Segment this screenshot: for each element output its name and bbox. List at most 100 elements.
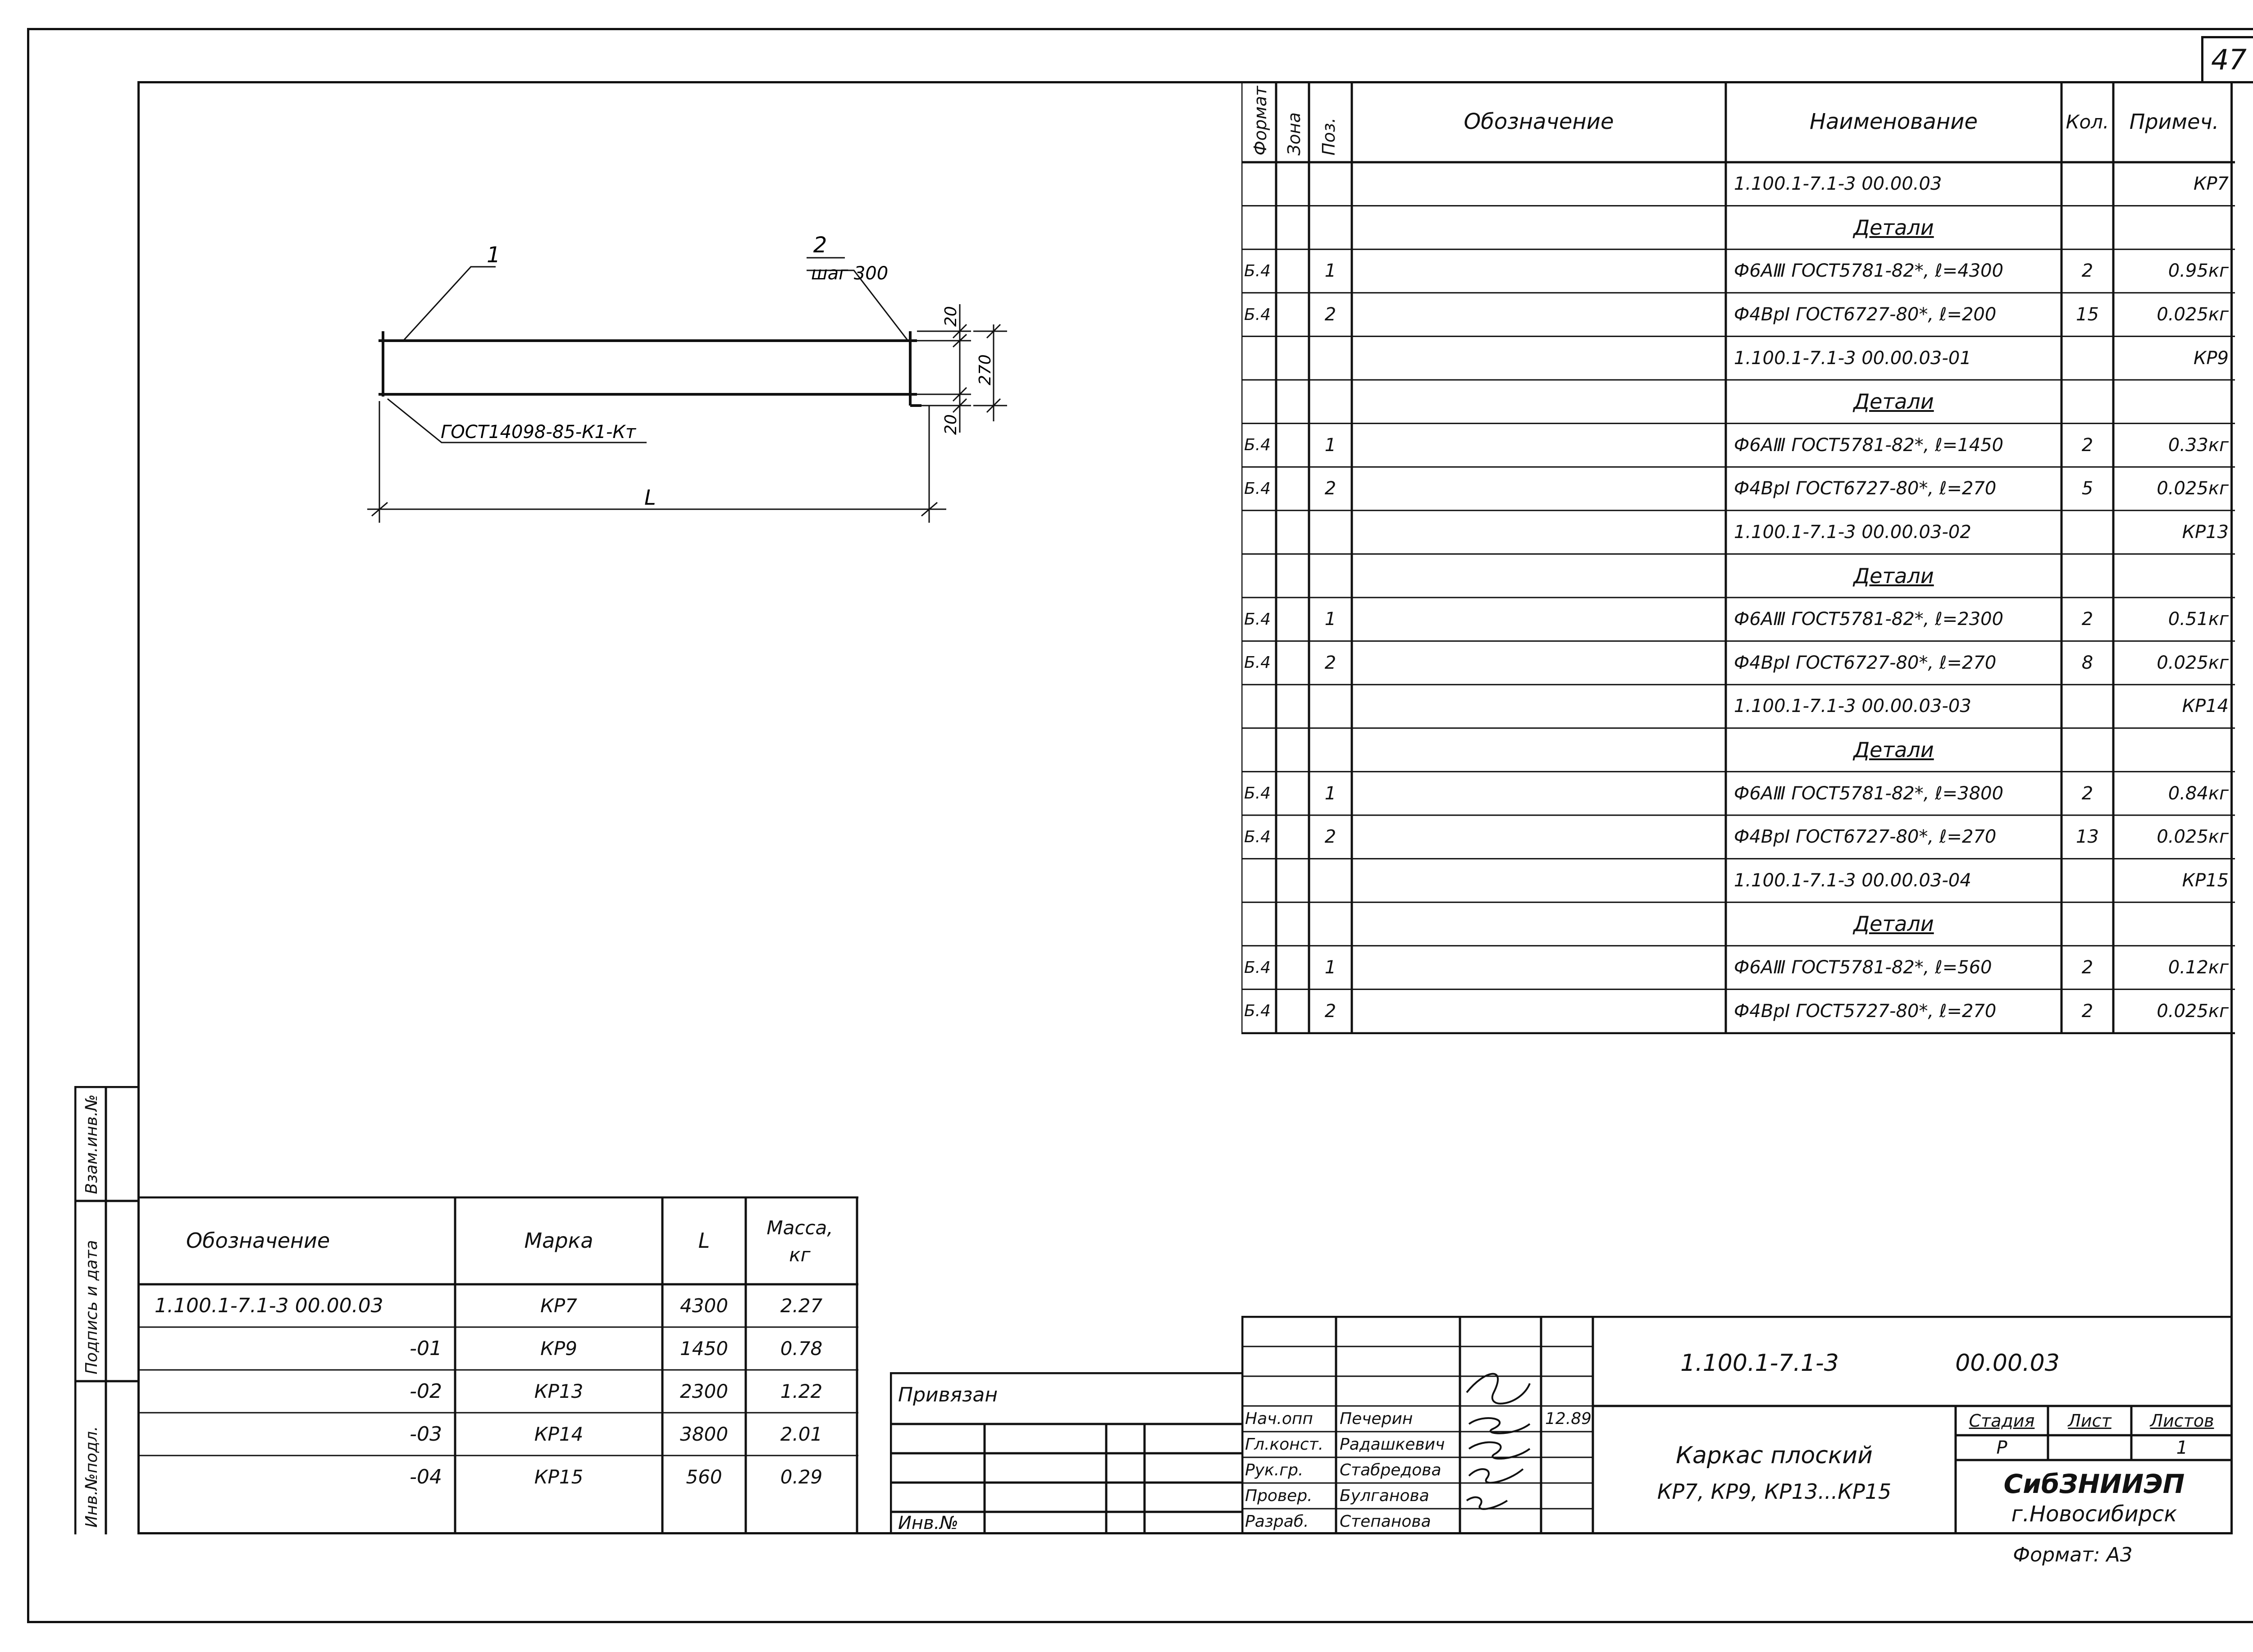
dim-270: 270: [976, 354, 994, 385]
spec-name-cell: 1.100.1-7.1-3 00.00.03-03: [1734, 696, 1971, 717]
spec-pos-cell: 2: [1324, 304, 1336, 325]
spec-grid: [1241, 81, 2235, 1034]
binding-block: Привязан Инв.№: [890, 1372, 1241, 1534]
role-name: Радашкевич: [1340, 1435, 1445, 1454]
spec-format-cell: [1241, 336, 1276, 380]
spec-note-cell: [2113, 902, 2235, 946]
spec-format-cell: [1241, 902, 1276, 946]
marks-mark-cell: КР13: [534, 1380, 584, 1402]
spec-pos-cell: [1309, 902, 1352, 946]
marks-mark-cell: КР9: [540, 1337, 577, 1360]
drawing-label-step: шаг 300: [811, 263, 888, 284]
spec-format-cell: [1241, 162, 1276, 206]
doc-code: 1.100.1-7.1-3: [1680, 1350, 1839, 1377]
org-name: СибЗНИИЭП: [2003, 1468, 2185, 1499]
spec-note-cell: 0.025кг: [2157, 478, 2229, 499]
spec-format-cell: [1241, 728, 1276, 772]
header-designation: Обозначение: [1464, 109, 1614, 134]
marks-mark-cell: КР7: [540, 1295, 577, 1317]
marks-mass-cell: 2.27: [780, 1295, 823, 1317]
marks-mass-cell: 1.22: [780, 1380, 823, 1402]
spec-qty-cell: [2061, 206, 2113, 250]
spec-qty-cell: [2061, 685, 2113, 728]
role-label: Нач.опп: [1245, 1410, 1313, 1428]
marks-mark-cell: КР14: [534, 1423, 584, 1445]
spec-pos-cell: 1: [1324, 957, 1336, 978]
specification-table: Формат Зона Поз. Обозначение Наименовани…: [1241, 81, 2235, 1034]
spec-name-cell: 1.100.1-7.1-3 00.00.03-04: [1734, 870, 1971, 891]
side-replaces-inv: Взам.инв.№: [82, 1094, 101, 1194]
spec-qty-cell: [2061, 728, 2113, 772]
stage-value: Р: [1996, 1437, 2007, 1458]
binding-title: Привязан: [898, 1383, 998, 1406]
role-label: Рук.гр.: [1245, 1461, 1304, 1479]
spec-pos-cell: [1309, 554, 1352, 598]
marks-header-mass: Масса, кг: [766, 1217, 833, 1266]
spec-pos-cell: [1309, 859, 1352, 903]
spec-format-cell: Б.4: [1244, 305, 1271, 324]
spec-note-cell: 0.025кг: [2157, 1000, 2229, 1022]
spec-format-cell: [1241, 685, 1276, 728]
spec-format-cell: Б.4: [1244, 653, 1271, 672]
spec-qty-cell: 13: [2076, 826, 2099, 848]
spec-note-cell: [2113, 728, 2235, 772]
spec-note-cell: 0.025кг: [2157, 652, 2229, 673]
spec-pos-cell: 1: [1324, 609, 1336, 630]
spec-note-cell: 0.025кг: [2157, 826, 2229, 848]
side-stamp: Взам.инв.№ Подпись и дата Инв.№подл.: [74, 1086, 140, 1534]
marks-header-l: L: [698, 1228, 710, 1253]
spec-note-cell: [2113, 554, 2235, 598]
title-line1: Каркас плоский: [1676, 1442, 1873, 1469]
spec-format-cell: [1241, 554, 1276, 598]
spec-qty-cell: 2: [2081, 609, 2093, 630]
spec-format-cell: Б.4: [1244, 827, 1271, 846]
spec-qty-cell: 2: [2081, 434, 2093, 456]
marks-l-cell: 3800: [680, 1423, 728, 1445]
spec-name-cell: Ф4ВрⅠ ГОСТ6727-80*, ℓ=270: [1734, 478, 1997, 499]
spec-pos-cell: [1309, 380, 1352, 424]
spec-note-cell: КР7: [2194, 173, 2229, 195]
spec-qty-cell: [2061, 554, 2113, 598]
role-name: Печерин: [1340, 1410, 1413, 1428]
marks-l-cell: 560: [686, 1466, 722, 1488]
page-number: 47: [2211, 43, 2247, 76]
spec-pos-cell: [1309, 162, 1352, 206]
weld-note: ГОСТ14098-85-К1-Кт: [441, 422, 637, 443]
header-note: Примеч.: [2129, 110, 2219, 134]
org-city: г.Новосибирск: [2011, 1501, 2177, 1527]
dim-L: L: [644, 485, 656, 510]
spec-pos-cell: [1309, 511, 1352, 554]
marks-mark-cell: КР15: [534, 1466, 584, 1488]
role-label: Разраб.: [1245, 1512, 1309, 1531]
spec-note-cell: 0.95кг: [2168, 260, 2229, 282]
spec-qty-cell: 2: [2081, 957, 2093, 978]
spec-name-cell: 1.100.1-7.1-3 00.00.03-01: [1734, 347, 1971, 369]
spec-format-cell: [1241, 859, 1276, 903]
spec-qty-cell: 2: [2081, 260, 2093, 282]
spec-qty-cell: [2061, 336, 2113, 380]
marks-designation-cell: -01: [410, 1337, 442, 1360]
spec-qty-cell: 2: [2081, 1000, 2093, 1022]
spec-section-title: Детали: [1853, 563, 1934, 588]
spec-note-cell: 0.33кг: [2168, 434, 2229, 456]
spec-pos-cell: 1: [1324, 783, 1336, 804]
dim-20-bottom: 20: [942, 414, 960, 435]
marks-l-cell: 4300: [680, 1295, 728, 1317]
marks-header-designation: Обозначение: [186, 1228, 330, 1253]
marks-designation-cell: -04: [410, 1465, 442, 1488]
spec-pos-cell: 2: [1324, 826, 1336, 848]
spec-pos-cell: 2: [1324, 478, 1336, 499]
spec-qty-cell: [2061, 859, 2113, 903]
marks-header-mark: Марка: [524, 1228, 593, 1253]
spec-name-cell: Ф4ВрⅠ ГОСТ6727-80*, ℓ=200: [1734, 304, 1997, 325]
spec-format-cell: [1241, 511, 1276, 554]
spec-format-cell: Б.4: [1244, 610, 1271, 629]
spec-note-cell: КР14: [2182, 696, 2229, 717]
marks-designation-cell: 1.100.1-7.1-3 00.00.03: [155, 1294, 383, 1317]
marks-table: Обозначение Марка L Масса, кг 1.100.1-7.…: [137, 1196, 858, 1534]
spec-format-cell: [1241, 380, 1276, 424]
spec-pos-cell: 1: [1324, 260, 1336, 282]
spec-qty-cell: [2061, 511, 2113, 554]
spec-pos-cell: [1309, 206, 1352, 250]
